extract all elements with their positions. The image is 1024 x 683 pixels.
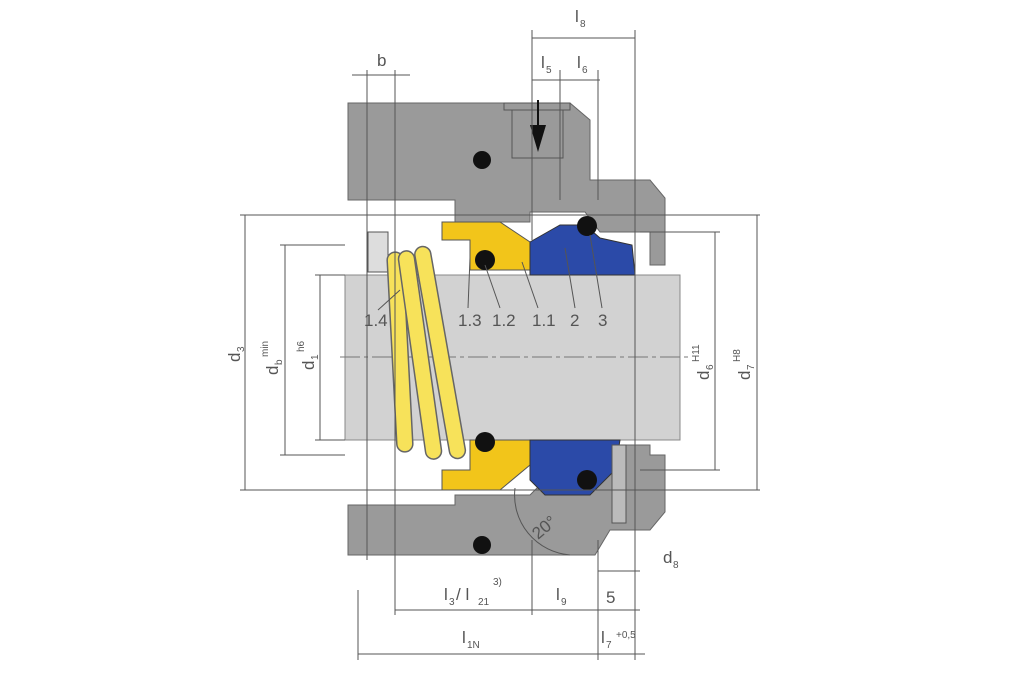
oring bbox=[475, 432, 495, 452]
oring bbox=[475, 250, 495, 270]
svg-text:6: 6 bbox=[705, 364, 716, 370]
oring bbox=[473, 536, 491, 554]
svg-text:6: 6 bbox=[582, 65, 588, 76]
oring bbox=[577, 470, 597, 490]
svg-text:5: 5 bbox=[606, 588, 615, 607]
svg-text:9: 9 bbox=[561, 597, 567, 608]
svg-text:d: d bbox=[225, 353, 244, 362]
dim-5: 5 bbox=[606, 588, 615, 607]
dim-d3: d3 bbox=[225, 346, 247, 362]
set-screw bbox=[611, 444, 627, 524]
svg-text:l: l bbox=[575, 7, 579, 26]
svg-text:min: min bbox=[260, 341, 271, 357]
svg-text:H8: H8 bbox=[732, 349, 743, 362]
seat-lower bbox=[529, 439, 621, 496]
svg-text:l: l bbox=[601, 628, 605, 647]
part-label: 1.3 bbox=[458, 311, 482, 330]
svg-text:5: 5 bbox=[546, 65, 552, 76]
svg-text:H11: H11 bbox=[691, 344, 702, 362]
part-label: 1.1 bbox=[532, 311, 556, 330]
seat-upper bbox=[529, 224, 636, 276]
svg-text:7: 7 bbox=[606, 640, 612, 651]
svg-text:l: l bbox=[462, 628, 466, 647]
svg-text:+0,5: +0,5 bbox=[616, 630, 636, 641]
part-label: 1.2 bbox=[492, 311, 516, 330]
svg-text:21: 21 bbox=[478, 597, 490, 608]
svg-text:/ l: / l bbox=[456, 585, 469, 604]
svg-text:8: 8 bbox=[673, 560, 679, 571]
svg-text:1: 1 bbox=[310, 354, 321, 360]
svg-text:3): 3) bbox=[493, 577, 502, 588]
dim-b: b bbox=[377, 51, 386, 70]
oring bbox=[577, 216, 597, 236]
rotating-ring-lower bbox=[441, 439, 531, 491]
svg-text:l: l bbox=[577, 53, 581, 72]
vent-plug bbox=[503, 102, 571, 159]
svg-text:d: d bbox=[735, 371, 754, 380]
svg-text:7: 7 bbox=[746, 364, 757, 370]
svg-text:d: d bbox=[263, 366, 282, 375]
svg-text:3: 3 bbox=[449, 597, 455, 608]
svg-text:b: b bbox=[274, 359, 285, 365]
oring bbox=[473, 151, 491, 169]
svg-text:d: d bbox=[694, 371, 713, 380]
drive-pin bbox=[367, 231, 389, 273]
svg-text:d: d bbox=[663, 548, 672, 567]
svg-text:d: d bbox=[299, 361, 318, 370]
spring bbox=[386, 245, 467, 460]
flow-arrow-icon bbox=[530, 125, 546, 152]
part-label: 3 bbox=[598, 311, 607, 330]
svg-text:3: 3 bbox=[236, 346, 247, 352]
svg-text:l: l bbox=[444, 585, 448, 604]
rotating-ring-upper bbox=[441, 221, 531, 271]
svg-text:1N: 1N bbox=[467, 640, 480, 651]
svg-text:h6: h6 bbox=[296, 340, 307, 352]
part-label: 1.4 bbox=[364, 311, 388, 330]
part-label: 2 bbox=[570, 311, 579, 330]
svg-text:8: 8 bbox=[580, 19, 586, 30]
svg-text:l: l bbox=[556, 585, 560, 604]
svg-text:l: l bbox=[541, 53, 545, 72]
svg-text:b: b bbox=[377, 51, 386, 70]
housing-lower bbox=[347, 444, 666, 556]
